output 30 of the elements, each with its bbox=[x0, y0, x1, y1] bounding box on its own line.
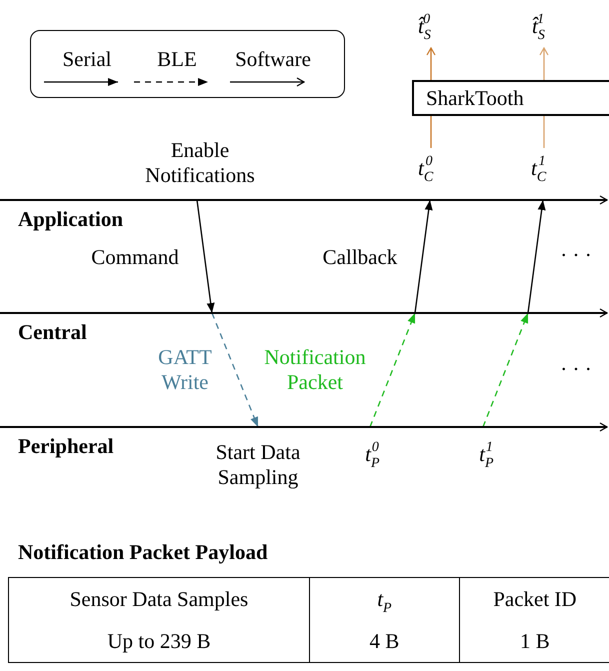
arrow bbox=[539, 47, 549, 80]
legend-text: BLE bbox=[156, 47, 198, 72]
arrow bbox=[369, 312, 416, 428]
legend-text: Software bbox=[234, 47, 312, 72]
edge-label: Notification Packet bbox=[263, 345, 367, 395]
legend-text: Serial bbox=[62, 47, 112, 72]
table-title: Notification Packet Payload bbox=[18, 540, 269, 565]
arrow bbox=[426, 47, 436, 80]
table-cell-text: t$_{P}$ bbox=[377, 586, 392, 612]
table-cell-text: Up to 239 B bbox=[107, 628, 211, 654]
edge-label: Callback bbox=[322, 245, 398, 270]
ellipsis-text: · · · bbox=[559, 243, 593, 268]
annotation-text: Start Data Sampling bbox=[214, 440, 302, 490]
arrow bbox=[527, 200, 546, 314]
process-box: SharkTooth bbox=[412, 80, 609, 116]
arrow bbox=[482, 312, 529, 428]
edge-label: GATT Write bbox=[157, 345, 213, 395]
table-cell-text: 1 B bbox=[520, 628, 550, 654]
edge-label: Command bbox=[90, 245, 180, 270]
arrow bbox=[414, 200, 433, 314]
arrow bbox=[211, 312, 259, 428]
annotation-text: Enable Notifications bbox=[144, 138, 256, 188]
lane-label: Application bbox=[18, 207, 124, 232]
table-cell-text: 4 B bbox=[370, 628, 400, 654]
arrow bbox=[196, 200, 215, 314]
lane-label: Peripheral bbox=[18, 434, 114, 459]
table-cell-text: Packet ID bbox=[493, 586, 577, 612]
lane-label: Central bbox=[18, 320, 87, 345]
ellipsis-text: · · · bbox=[559, 357, 593, 382]
table-cell-text: Sensor Data Samples bbox=[70, 586, 248, 612]
